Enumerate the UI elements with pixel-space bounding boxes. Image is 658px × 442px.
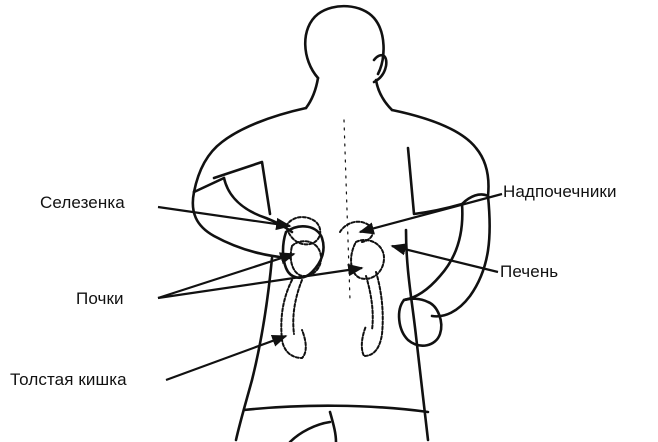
head-outline xyxy=(305,6,383,78)
neck-left xyxy=(306,78,318,108)
legs-split xyxy=(290,412,336,442)
neck-right xyxy=(376,80,392,110)
label-spleen: Селезенка xyxy=(40,194,125,211)
right-sleeve xyxy=(408,148,488,214)
label-adrenals: Надпочечники xyxy=(503,183,617,200)
waistband xyxy=(244,406,428,412)
adrenal-right xyxy=(340,222,373,242)
colon-left-inner xyxy=(293,280,302,334)
leader-kidneys-right xyxy=(158,268,362,298)
colon-right-inner xyxy=(366,276,373,330)
right-arm-outer xyxy=(432,196,490,316)
leader-kidneys-left xyxy=(158,254,294,298)
right-fist xyxy=(399,299,441,346)
label-kidneys: Почки xyxy=(76,290,124,307)
kidney-right xyxy=(351,240,384,279)
shoulder-right xyxy=(392,110,489,196)
shoulder-left xyxy=(194,108,306,192)
leader-colon xyxy=(166,336,286,380)
label-liver: Печень xyxy=(500,263,558,280)
leader-adrenals xyxy=(360,194,502,232)
label-colon: Толстая кишка xyxy=(10,371,127,388)
spine-hint xyxy=(344,120,350,300)
kidney-left xyxy=(291,241,321,276)
left-sleeve xyxy=(194,162,270,214)
